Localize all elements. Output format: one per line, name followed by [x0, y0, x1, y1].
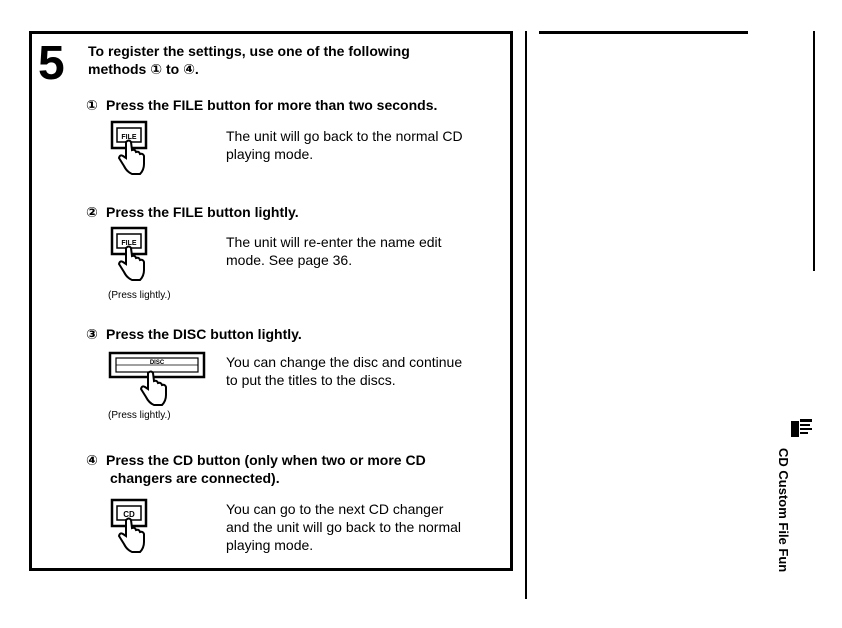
- method-1-description: The unit will go back to the normal CD p…: [226, 128, 463, 162]
- header-rule: [539, 31, 748, 34]
- cd-changer-icon: [790, 417, 814, 444]
- file-button-label: FILE: [121, 240, 136, 247]
- section-title: CD Custom File Fun: [776, 448, 791, 573]
- method-4-marker: ④: [86, 452, 98, 468]
- method-2-description: The unit will re-enter the name edit mod…: [226, 234, 442, 268]
- cd-button-label: CD: [123, 510, 135, 519]
- cd-button-press-icon: CD: [110, 498, 154, 556]
- method-1-marker: ①: [86, 97, 98, 113]
- file-button-label: FILE: [121, 134, 136, 141]
- instruction-box: [29, 31, 513, 571]
- method-3-description: You can change the disc and continue to …: [226, 354, 463, 388]
- method-3-marker: ③: [86, 326, 98, 342]
- disc-button-label: DISC: [150, 360, 165, 366]
- method-3-caption: (Press lightly.): [108, 410, 171, 421]
- disc-button-press-icon: DISC: [108, 351, 208, 411]
- column-divider: [525, 31, 527, 599]
- step-number: 5: [38, 37, 65, 90]
- file-button-press-icon: FILE: [110, 226, 154, 284]
- file-button-press-icon: FILE: [110, 120, 154, 178]
- method-4-description: You can go to the next CD changer and th…: [226, 501, 462, 553]
- margin-rule: [813, 31, 815, 271]
- step-intro: To register the settings, use one of the…: [88, 43, 410, 77]
- method-2-marker: ②: [86, 204, 98, 220]
- method-2-caption: (Press lightly.): [108, 290, 171, 301]
